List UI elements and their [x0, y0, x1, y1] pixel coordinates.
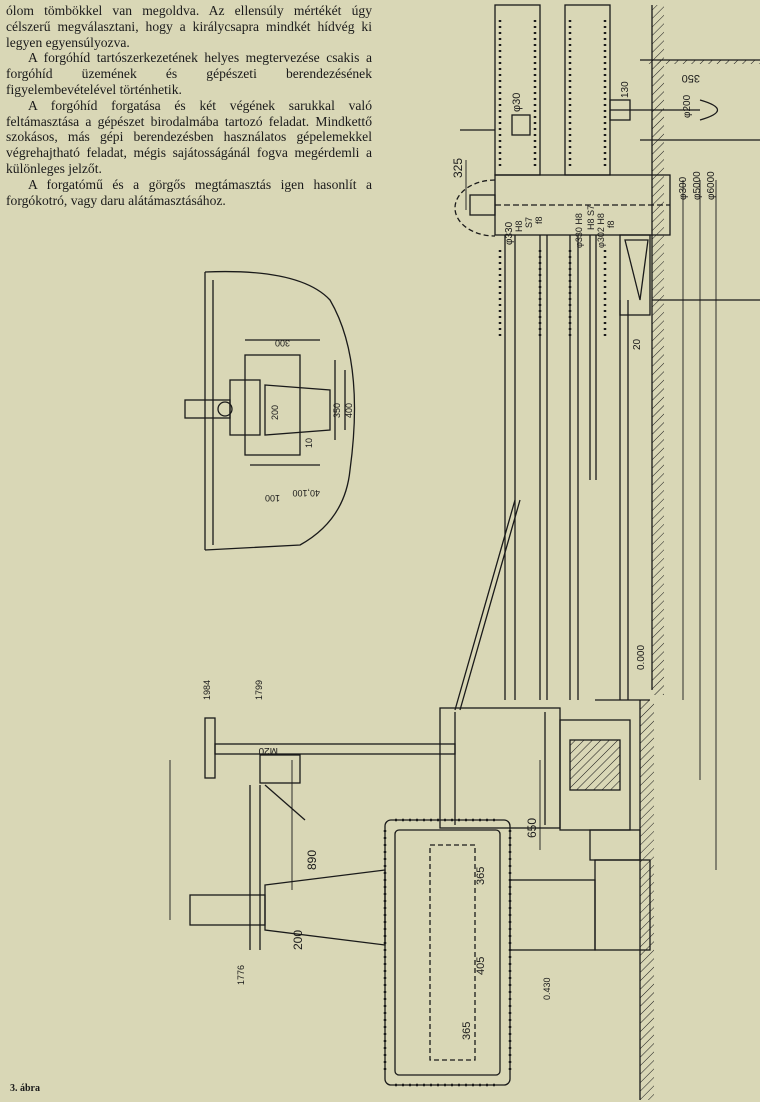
dim-365-top: 365 — [475, 867, 487, 885]
dim-phi6000: φ6000 — [706, 171, 717, 200]
paragraph-1: ólom tömbökkel van megoldva. Az ellensúl… — [6, 3, 372, 50]
inset-detail — [184, 270, 356, 551]
paragraph-3: A forgóhíd forgatása és két végének saru… — [6, 97, 372, 176]
level-1799: 1799 — [254, 680, 264, 700]
inset-dim-40-100: 40,100 — [292, 488, 320, 498]
dim-phi300: φ300 — [678, 176, 689, 200]
dim-650: 650 — [525, 818, 539, 838]
dim-s7: S7 — [524, 217, 534, 228]
inset-dim-10: 10 — [304, 438, 314, 448]
dimension-labels: 350 130 φ30 φ200 325 φ330 H8 S7 f8 φ330 … — [202, 72, 717, 1040]
paragraph-2: A forgóhíd tartószerkezetének helyes meg… — [6, 50, 372, 97]
king-pin-assembly — [454, 4, 719, 316]
figure-caption: 3. ábra — [10, 1083, 40, 1094]
dim-phi302-h8: φ302 H8 — [596, 213, 606, 248]
cross-beam — [204, 717, 456, 950]
dim-20: 20 — [632, 338, 643, 350]
dim-phi200: φ200 — [682, 94, 693, 118]
dim-f8a: f8 — [534, 216, 544, 224]
dim-350: 350 — [682, 72, 700, 84]
dim-phi330-h8: φ330 H8 — [574, 213, 584, 248]
dimension-lines — [169, 160, 717, 920]
inset-dim-400: 400 — [344, 403, 354, 418]
inset-dim-350: 350 — [332, 403, 342, 418]
dim-200: 200 — [291, 930, 305, 950]
dim-m20: M20 — [258, 745, 278, 756]
dim-325: 325 — [451, 158, 465, 178]
abutment-wall — [639, 5, 760, 1100]
body-text: ólom tömbökkel van megoldva. Az ellensúl… — [6, 3, 372, 208]
level-0430: 0.430 — [542, 977, 552, 1000]
level-1984: 1984 — [202, 680, 212, 700]
dim-405: 405 — [475, 957, 487, 975]
level-1776: 1776 — [236, 965, 246, 985]
dim-h8-s7: H8 S7 — [586, 205, 596, 230]
dim-h8a: H8 — [514, 220, 524, 232]
vertical-rods — [498, 20, 629, 700]
dim-365-bottom: 365 — [461, 1022, 473, 1040]
dim-phi30: φ30 — [511, 93, 523, 112]
inset-dim-300: 300 — [275, 338, 290, 348]
paragraph-4: A forgatómű és a görgős megtámasztás ige… — [6, 176, 372, 208]
dim-phi5000: φ5000 — [692, 171, 703, 200]
dim-890: 890 — [305, 850, 319, 870]
dim-130: 130 — [620, 81, 631, 98]
dim-zero: 0.000 — [636, 645, 647, 670]
inset-dim-100: 100 — [265, 493, 280, 503]
dim-phi330: φ330 — [504, 221, 515, 245]
inset-dim-200: 200 — [270, 405, 280, 420]
dim-f8b: f8 — [606, 220, 616, 228]
gearbox — [189, 818, 596, 1087]
support-frame — [439, 499, 651, 951]
